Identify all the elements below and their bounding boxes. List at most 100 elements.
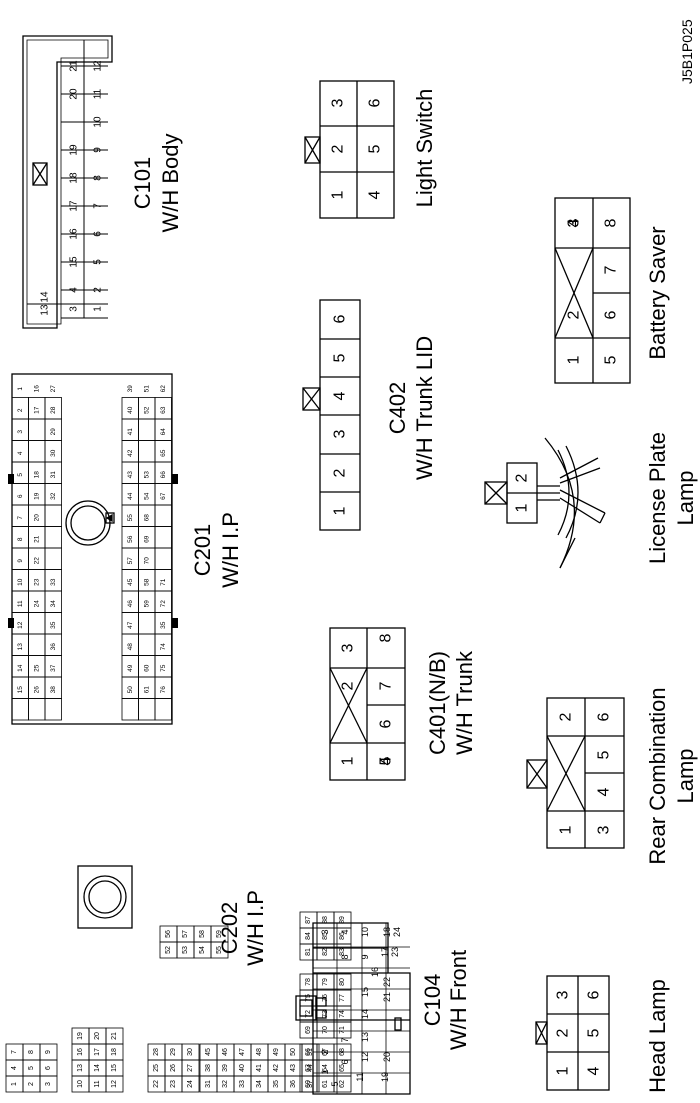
pin-number: 81 <box>305 948 312 956</box>
pin-number: 64 <box>160 428 167 436</box>
figure-id: J5B1P025 <box>679 19 695 84</box>
pin-number: 4 <box>586 1066 603 1075</box>
pin-number: 9 <box>17 559 24 563</box>
c101-latch <box>32 162 48 186</box>
pin-number: 51 <box>144 385 151 393</box>
pin-number: 34 <box>50 600 57 608</box>
pin-number: 15 <box>111 1064 118 1072</box>
c402-latch <box>302 387 321 411</box>
pin-number: 18 <box>382 927 392 937</box>
pin-number: 39 <box>127 385 134 393</box>
pin-number: 58 <box>199 930 206 938</box>
pin-number: 19 <box>77 1032 84 1040</box>
pin-number: 75 <box>305 994 312 1002</box>
pin-number: 30 <box>187 1048 194 1056</box>
pin-number: 2 <box>566 310 583 319</box>
pin-number: 25 <box>153 1064 160 1072</box>
pin-number: 41 <box>127 428 134 436</box>
pin-number: 7 <box>11 1050 18 1054</box>
pin-number: 46 <box>127 600 134 608</box>
pin-number: 1 <box>340 756 357 765</box>
pin-number: 3 <box>45 1082 52 1086</box>
pin-number: 1 <box>320 1069 330 1074</box>
pin-number: 10 <box>77 1080 84 1088</box>
rcl-name-line2: Lamp <box>673 748 698 803</box>
pin-number: 22 <box>153 1080 160 1088</box>
pin-number: 61 <box>144 686 151 694</box>
pin-number: 57 <box>127 557 134 565</box>
pin-number: 20 <box>382 1052 392 1062</box>
pin-number: 13 <box>17 643 24 651</box>
pin-number: 5 <box>586 1028 603 1037</box>
pin-number: 6 <box>340 1059 350 1064</box>
pin-number: 3 <box>340 643 357 652</box>
pin-number: 79 <box>322 978 329 986</box>
pin-number: 14 <box>17 664 24 672</box>
pin-number: 18 <box>111 1048 118 1056</box>
pin-number: 11 <box>93 88 104 99</box>
head-lamp-name: Head Lamp <box>645 979 670 1093</box>
pin-number: 83 <box>339 948 346 956</box>
pin-number: 74 <box>339 1010 346 1018</box>
pin-number: 60 <box>305 1080 312 1088</box>
pin-number: 1 <box>566 355 583 364</box>
c401-id: C401(N/B) <box>425 651 450 755</box>
c402-name: W/H Trunk LID <box>412 336 437 480</box>
pin-number: 45 <box>127 578 134 586</box>
pin-number: 38 <box>50 686 57 694</box>
pin-number: 42 <box>273 1064 280 1072</box>
pin-number: 26 <box>34 686 41 694</box>
pin-number: 13 <box>77 1064 84 1072</box>
pin-number: 32 <box>222 1080 229 1088</box>
pin-number: 14 <box>40 291 51 303</box>
pin-number: 16 <box>370 967 380 977</box>
pin-number: 59 <box>216 930 223 938</box>
pin-number: 1 <box>17 387 24 391</box>
pin-number: 55 <box>216 946 223 954</box>
pin-number: 62 <box>160 385 167 393</box>
pin-number: 12 <box>17 621 24 629</box>
pin-number: 85 <box>322 932 329 940</box>
pin-number: 26 <box>170 1064 177 1072</box>
pin-number: 40 <box>239 1064 246 1072</box>
pin-number: 2 <box>17 408 24 412</box>
pin-number: 5 <box>378 756 395 765</box>
pin-number: 23 <box>170 1080 177 1088</box>
c201-tab <box>172 474 178 484</box>
c202-center-socket <box>77 865 133 929</box>
c104-id: C104 <box>420 974 445 1027</box>
pin-number: 70 <box>144 557 151 565</box>
pin-number: 89 <box>339 916 346 924</box>
pin-number: 1 <box>330 190 347 199</box>
pin-number: 12 <box>93 60 104 72</box>
pin-number: 4 <box>596 787 613 796</box>
pin-number: 64 <box>322 1064 329 1072</box>
pin-number: 16 <box>34 385 41 393</box>
pin-number: 65 <box>160 449 167 457</box>
pin-number: 24 <box>392 927 402 937</box>
pin-number: 61 <box>322 1080 329 1088</box>
pin-number: 82 <box>322 948 329 956</box>
pin-number: 69 <box>144 535 151 543</box>
pin-number: 2 <box>28 1082 35 1086</box>
pin-number: 11 <box>94 1080 101 1087</box>
pin-number: 31 <box>50 471 57 479</box>
pin-number: 13 <box>40 304 51 316</box>
connector-license-plate-lamp: 12 License Plate Lamp <box>484 432 698 569</box>
pin-number: 17 <box>94 1048 101 1056</box>
c201-name: W/H I.P <box>218 512 243 588</box>
pin-number: 8 <box>93 175 104 181</box>
pin-number: 70 <box>322 1026 329 1034</box>
pin-number: 23 <box>34 578 41 586</box>
pin-number: 71 <box>339 1026 346 1034</box>
c402-id: C402 <box>385 382 410 435</box>
pin-number: 14 <box>360 1009 370 1019</box>
pin-number: 5 <box>17 473 24 477</box>
pin-number: 6 <box>93 231 104 237</box>
pin-number: 1 <box>93 306 104 312</box>
c101-id: C101 <box>130 157 155 210</box>
pin-number: 78 <box>305 978 312 986</box>
